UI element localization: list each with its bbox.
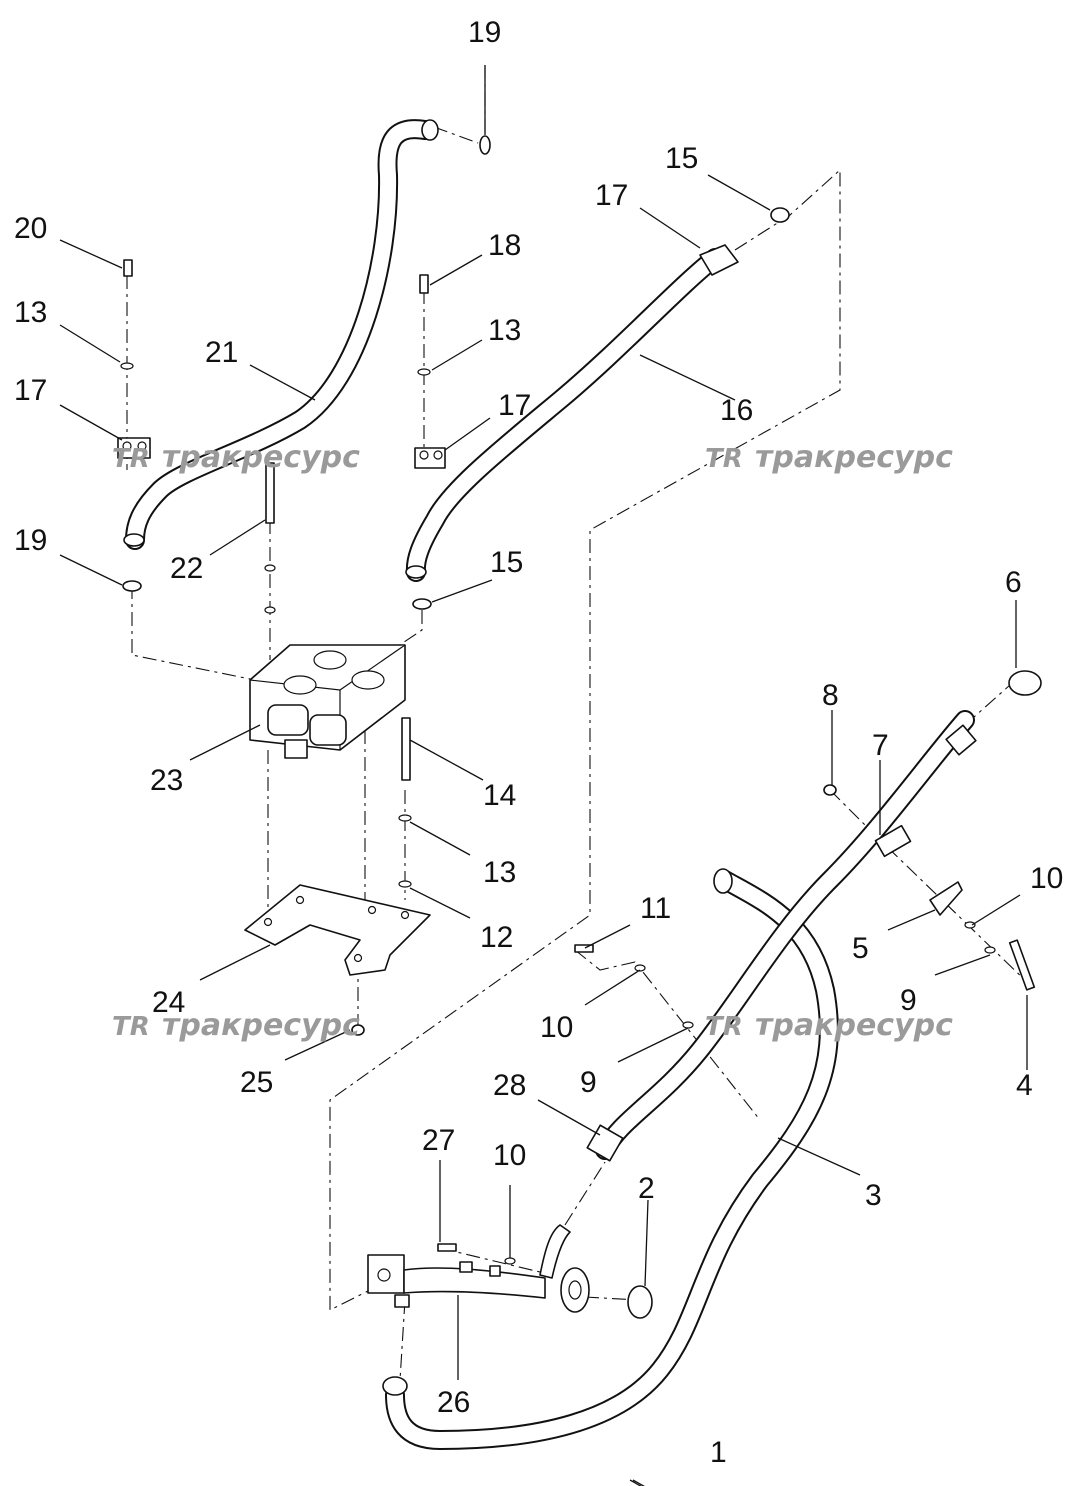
callout-6: 6 (1005, 566, 1022, 599)
bracket-24 (244, 884, 431, 976)
hose-16 (405, 244, 739, 582)
watermark-text: тракресурс (162, 1008, 360, 1043)
callout-15-top: 15 (665, 142, 698, 175)
hose-28 (586, 710, 975, 1162)
callout-19-top: 19 (468, 16, 501, 49)
callout-19-left: 19 (14, 524, 47, 557)
callout-11: 11 (640, 892, 671, 925)
watermark-text: тракресурс (162, 440, 360, 475)
leader-lines (59, 65, 1028, 1486)
callout-28: 28 (493, 1069, 526, 1102)
callout-labels: 19 20 13 17 21 19 22 18 13 17 15 17 16 1… (14, 16, 1063, 1469)
valve-block-23 (249, 644, 406, 759)
callout-26: 26 (437, 1386, 470, 1419)
callout-13-mid: 13 (488, 314, 521, 347)
clamp-17-left (117, 437, 151, 459)
clamp-17-right (414, 447, 446, 469)
callout-9-mid: 9 (580, 1066, 597, 1099)
callout-16: 16 (720, 394, 753, 427)
callout-22: 22 (170, 552, 203, 585)
callout-27: 27 (422, 1124, 455, 1157)
callout-25: 25 (240, 1066, 273, 1099)
watermark-logo: TR (705, 1012, 743, 1042)
callout-17-mid: 17 (498, 389, 531, 422)
watermark-top-left: TR тракресурс (112, 440, 360, 475)
callout-20: 20 (14, 212, 47, 245)
callout-13-lower: 13 (483, 856, 516, 889)
callout-23: 23 (150, 764, 183, 797)
callout-4: 4 (1016, 1069, 1033, 1102)
bolts-and-washers (120, 135, 1042, 1319)
callout-1: 1 (710, 1436, 727, 1469)
callout-10-right: 10 (1030, 862, 1063, 895)
callout-9-right: 9 (900, 984, 917, 1017)
watermark-logo: TR (705, 444, 743, 474)
callout-17-top: 17 (595, 179, 628, 212)
watermark-bottom-left: TR тракресурс (112, 1008, 360, 1043)
callout-21: 21 (205, 336, 238, 369)
callout-12: 12 (480, 921, 513, 954)
callout-13-left: 13 (14, 296, 47, 329)
watermark-logo: TR (112, 1012, 150, 1042)
watermark-text: тракресурс (755, 1008, 953, 1043)
hose-1 (382, 868, 839, 1450)
callout-7: 7 (872, 729, 889, 762)
watermark-logo: TR (112, 444, 150, 474)
callout-8: 8 (822, 679, 839, 712)
callout-24: 24 (152, 986, 185, 1019)
callout-14: 14 (483, 779, 516, 812)
callout-17-left: 17 (14, 374, 47, 407)
callout-18: 18 (488, 229, 521, 262)
watermark-bottom-right: TR тракресурс (705, 1008, 953, 1043)
hose-21 (123, 119, 439, 550)
callout-10-lower: 10 (493, 1139, 526, 1172)
callout-15-mid: 15 (490, 546, 523, 579)
callout-2: 2 (638, 1172, 655, 1205)
callout-10-mid: 10 (540, 1011, 573, 1044)
watermark-text: тракресурс (755, 440, 953, 475)
callout-3: 3 (865, 1179, 882, 1212)
manifold-26 (367, 1224, 590, 1313)
callout-5: 5 (852, 932, 869, 965)
watermark-top-right: TR тракресурс (705, 440, 953, 475)
